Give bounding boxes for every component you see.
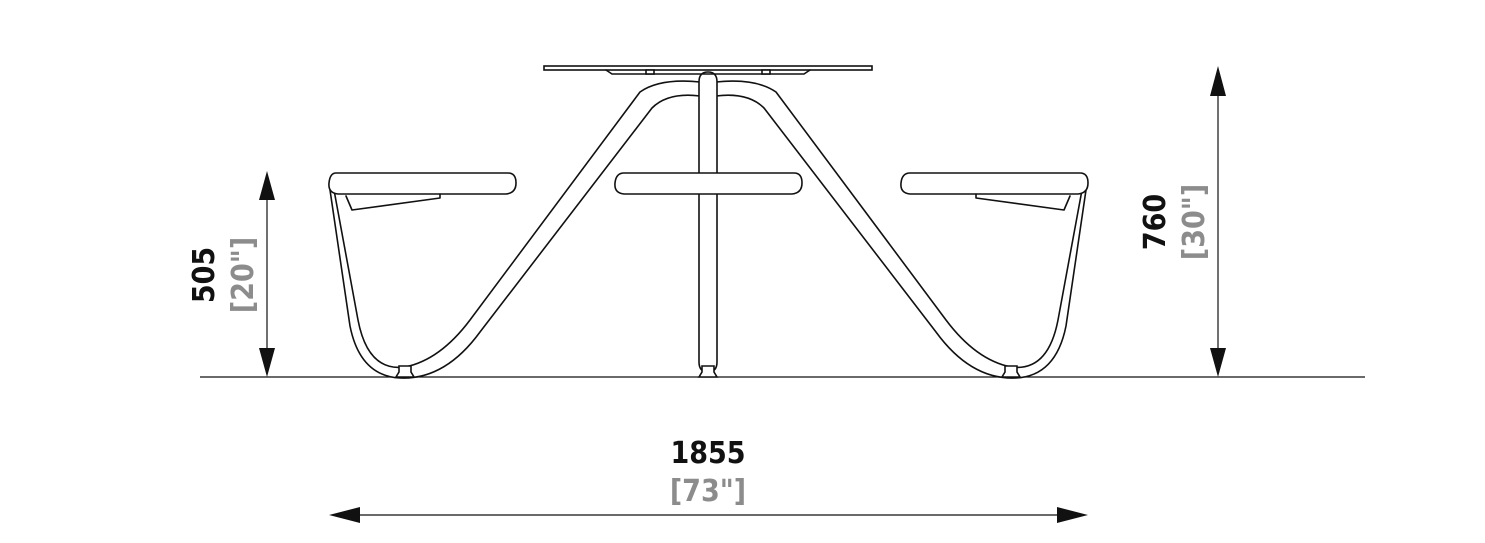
- table-height-inch: [30"]: [1177, 184, 1212, 260]
- right-seat: [900, 172, 1089, 211]
- seat-height-inch: [20"]: [226, 237, 261, 313]
- center-post: [698, 71, 718, 373]
- table-height-dimension: 760 [30"]: [1138, 66, 1226, 377]
- arrow-down-icon: [1210, 348, 1226, 377]
- left-frame: [329, 80, 701, 379]
- arrow-up-icon: [1210, 66, 1226, 96]
- seat-height-mm: 505: [187, 247, 222, 303]
- table-top: [543, 65, 873, 75]
- overall-width-mm: 1855: [670, 436, 745, 471]
- arrow-right-icon: [1057, 507, 1088, 523]
- overall-width-dimension: 1855 [73"]: [329, 436, 1088, 523]
- center-seat: [614, 172, 803, 195]
- arrow-left-icon: [329, 507, 360, 523]
- seat-height-dimension: 505 [20"]: [187, 171, 275, 377]
- overall-width-inch: [73"]: [670, 474, 746, 509]
- left-seat: [328, 172, 517, 211]
- right-frame: [715, 80, 1087, 379]
- arrow-down-icon: [259, 348, 275, 377]
- table-height-mm: 760: [1138, 194, 1173, 250]
- feet: [394, 365, 1022, 378]
- arrow-up-icon: [259, 171, 275, 200]
